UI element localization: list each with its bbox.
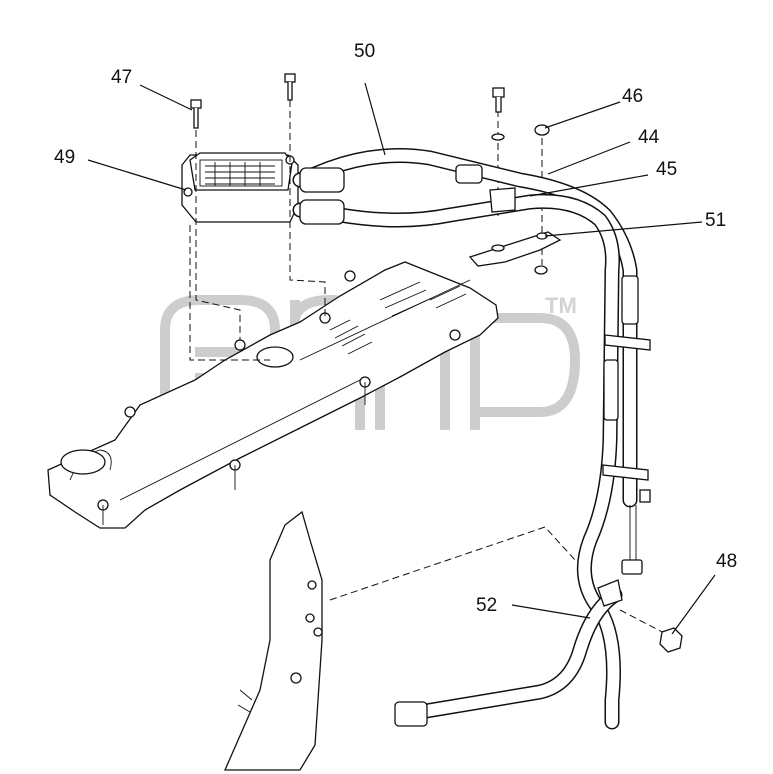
callout-48: 48 — [716, 551, 737, 572]
nut-48 — [659, 627, 683, 653]
leader-lines — [87, 82, 716, 635]
callout-44: 44 — [638, 127, 660, 148]
valve-cover — [47, 261, 499, 529]
bolt-top-center — [284, 73, 296, 101]
callout-labels: 50 47 46 44 49 45 51 48 52 — [54, 41, 737, 616]
bolt-bracket — [491, 87, 505, 141]
bolt-47 — [190, 99, 202, 129]
lower-hose-52 — [394, 579, 623, 727]
callout-47: 47 — [111, 67, 132, 88]
bracket-51 — [468, 187, 562, 267]
callout-51: 51 — [705, 210, 726, 231]
trademark-mark: TM — [545, 293, 577, 318]
lower-cover — [224, 510, 323, 771]
callout-52: 52 — [476, 595, 497, 616]
hose-clamps — [602, 334, 651, 575]
callout-49: 49 — [54, 147, 75, 168]
callout-46: 46 — [622, 86, 643, 107]
callout-45: 45 — [656, 159, 677, 180]
callout-50: 50 — [354, 41, 375, 62]
breather-housing — [181, 152, 299, 223]
